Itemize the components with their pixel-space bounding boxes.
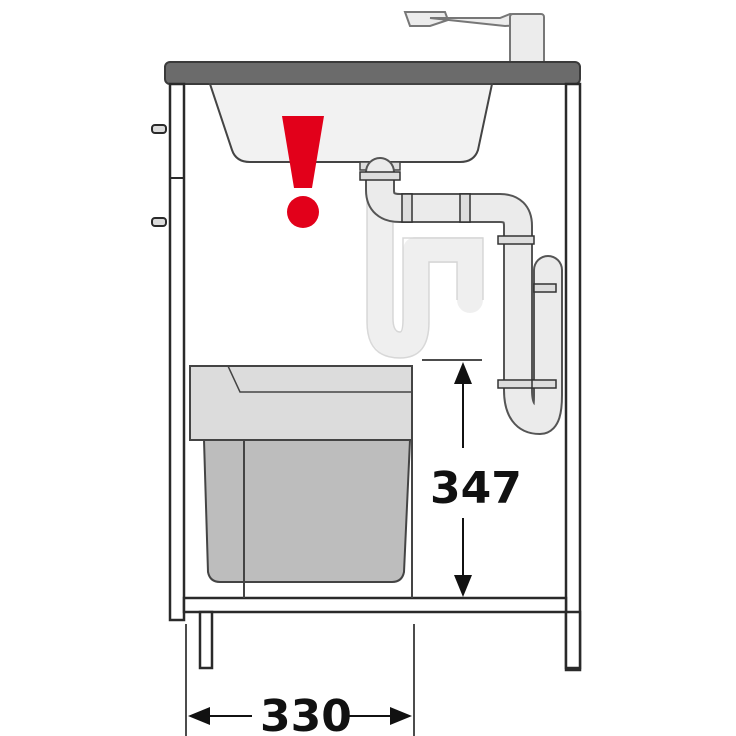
ghost-siphon-outline xyxy=(366,190,484,359)
cabinet-legs xyxy=(198,610,582,670)
width-dimension-label: 330 xyxy=(260,691,352,736)
width-dimension xyxy=(185,624,415,736)
countertop xyxy=(164,61,581,85)
height-dimension xyxy=(422,359,482,597)
waste-bin-unit xyxy=(189,365,413,598)
ghost-siphon xyxy=(367,167,483,359)
waste-bin-front-panel xyxy=(189,365,413,441)
cabinet-right-panel xyxy=(564,82,582,672)
sink-basin xyxy=(208,83,494,163)
cabinet-left-panel xyxy=(168,82,186,622)
pipe-clamps xyxy=(359,171,557,389)
faucet xyxy=(403,11,545,65)
waste-bin-frame xyxy=(243,440,413,598)
exclamation-mark-icon xyxy=(282,116,324,228)
siphon-pipe xyxy=(365,157,563,435)
cabinet-bottom-shelf xyxy=(182,596,568,614)
side-drawer-fronts xyxy=(151,124,184,227)
waste-bin-body xyxy=(202,439,412,583)
waste-bin-handle-recess xyxy=(190,365,412,393)
height-dimension-label: 347 xyxy=(430,463,522,514)
